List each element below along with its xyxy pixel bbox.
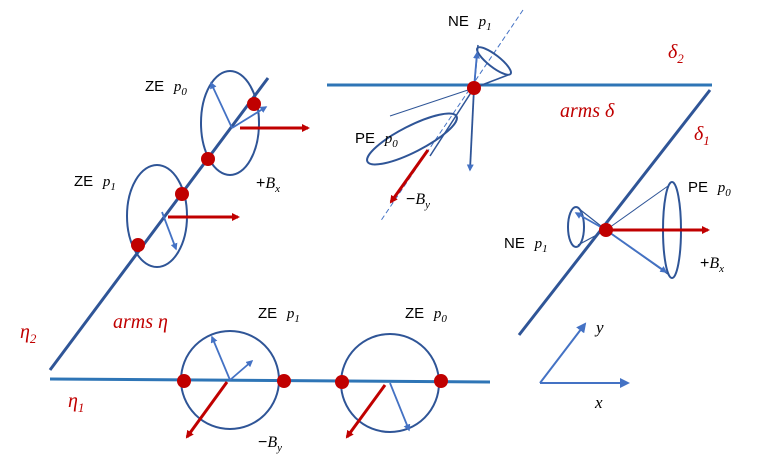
plus-bx-diag-label: +Bx [256,175,280,195]
ze-p1-diag-node-upper [175,187,189,201]
pe-p0-right-group [599,181,710,279]
ze-p1-bottom-spin-arrow [210,335,231,381]
pe-p0-top-label: PE p0 [355,130,398,150]
arms-delta-label: arms δ [560,100,615,122]
ne-p1-right-group [567,206,607,248]
ze-p1-diag-label: ZE p1 [74,173,116,193]
pe-top-cone-edge-lower [429,87,475,157]
delta1-junction-node [599,223,613,237]
delta2-label: δ2 [668,41,684,66]
arms-eta-label: arms η [113,311,168,333]
ze-p0-bottom-label: ZE p0 [405,305,447,325]
ze-p0-diag-spin-arrow [210,81,233,129]
plus-bx-right-label: +Bx [700,255,724,275]
pe-right-spin-arrow [605,229,668,273]
eta2-label: η2 [20,321,37,346]
ze-p1-bottom-label: ZE p1 [258,305,300,325]
ze-p0-bottom-node-left [335,375,349,389]
minus-by-bottom-arrow-left [185,381,229,439]
pe-top-cone-edge-upper [389,87,475,117]
ze-p0-diag-spin-arrow-2 [231,106,268,129]
ne-p1-top-label: NE p1 [448,13,492,33]
y-axis-arrow [539,322,587,384]
ne-p1-top-group [473,44,512,89]
ze-p1-bottom-node-left [177,374,191,388]
minus-by-bottom-label: −By [258,434,282,454]
ze-p0-bottom-node-right [434,374,448,388]
ne-top-dashed-axis [379,9,524,223]
ne-top-cone-ellipse [476,46,512,76]
delta2-junction-node [467,81,481,95]
ze-p0-diag-ellipse [200,70,260,176]
ze-p0-diag-label: ZE p0 [145,78,187,98]
ze-p0-diag-group [200,70,310,176]
delta1-arm-line [517,89,712,336]
ze-p1-bottom-group [177,330,291,439]
pe-top-spin-arrow [466,87,475,172]
ze-p1-bottom-node-right [277,374,291,388]
minus-by-top-label: −By [406,191,430,211]
y-axis-label: y [594,318,604,337]
x-axis-label: x [594,393,603,412]
ze-p0-diag-node-lower [201,152,215,166]
ze-p1-bottom-spin-arrow-2 [229,360,254,381]
ze-p1-diag-group [126,164,240,268]
pe-p0-top-group [366,81,481,204]
pe-p0-right-label: PE p0 [688,179,731,199]
ze-p0-bottom-spin-arrow [389,382,411,432]
delta1-label: δ1 [694,123,710,148]
ze-p1-diag-node-lower [131,238,145,252]
pe-top-cone-ellipse [366,112,458,166]
eta1-arm-line [49,377,491,384]
ze-p0-bottom-group [335,333,448,439]
coordinate-axes [539,322,630,388]
ne-right-cone-ellipse [567,206,585,248]
pe-right-cone-edge-upper [605,185,669,231]
ne-p1-right-label: NE p1 [504,235,548,255]
eta1-label: η1 [68,390,84,415]
ze-p1-diag-spin-arrow [161,211,178,251]
minus-by-bottom-arrow-right [345,384,387,439]
ze-p0-diag-node-upper [247,97,261,111]
minus-by-top-arrow [389,149,430,204]
